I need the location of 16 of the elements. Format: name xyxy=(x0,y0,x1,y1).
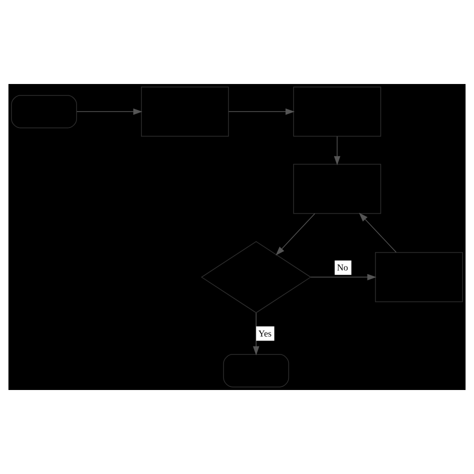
edge-label: Yes xyxy=(258,328,272,338)
arrow xyxy=(358,212,397,253)
node-diamond xyxy=(200,241,312,314)
arrow xyxy=(252,312,260,356)
node-box xyxy=(375,252,463,302)
node-box xyxy=(293,86,382,137)
node-stadium xyxy=(11,94,77,128)
arrow xyxy=(310,274,376,280)
node-box xyxy=(293,164,382,214)
arrow xyxy=(276,213,316,256)
node-box xyxy=(141,86,229,137)
arrow xyxy=(228,108,295,115)
edge-label: No xyxy=(336,262,348,272)
arrow xyxy=(334,136,340,166)
arrow xyxy=(76,108,142,115)
node-stadium xyxy=(223,354,290,388)
